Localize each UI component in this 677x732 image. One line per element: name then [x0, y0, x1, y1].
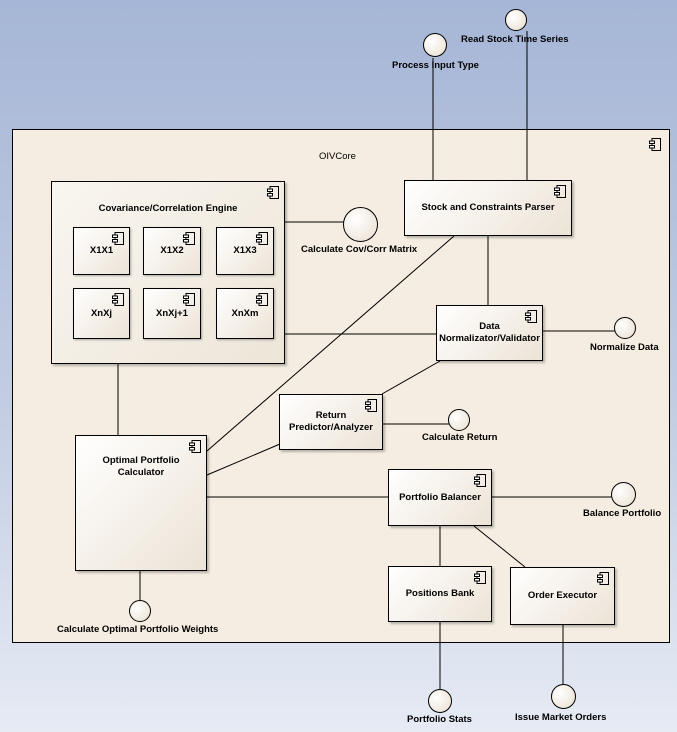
issue-orders-label: Issue Market Orders — [515, 712, 607, 723]
normalizer-label: Data Normalizator/Validator — [439, 321, 540, 345]
component-icon — [597, 572, 609, 585]
portfolio-stats-label: Portfolio Stats — [407, 714, 472, 725]
predictor-label-line2: Predictor/Analyzer — [289, 422, 373, 433]
calc-return-interface-icon[interactable] — [448, 409, 470, 431]
optimal-portfolio-calculator[interactable]: Optimal Portfolio Calculator — [75, 435, 207, 571]
component-xnxm[interactable]: XnXm — [216, 288, 274, 339]
read-stock-interface-icon[interactable] — [505, 9, 527, 31]
calculator-label-line2: Calculator — [117, 467, 165, 478]
component-icon — [256, 293, 268, 306]
balance-interface-icon[interactable] — [611, 482, 636, 507]
read-stock-label: Read Stock Time Series — [461, 34, 569, 45]
xnxj1-label: XnXj+1 — [156, 307, 188, 319]
component-icon — [183, 293, 195, 306]
component-icon — [183, 232, 195, 245]
executor-label: Order Executor — [527, 590, 598, 601]
normalize-label: Normalize Data — [590, 342, 659, 353]
component-icon — [189, 440, 201, 453]
component-icon — [112, 293, 124, 306]
x1x2-label: X1X2 — [160, 245, 184, 256]
portfolio-stats-interface-icon[interactable] — [428, 689, 452, 713]
component-icon — [474, 474, 486, 487]
component-icon — [474, 571, 486, 584]
balancer-label: Portfolio Balancer — [399, 491, 481, 503]
component-x1x1[interactable]: X1X1 — [73, 227, 130, 275]
engine-label: Covariance/Correlation Engine — [98, 203, 238, 214]
calc-weights-interface-icon[interactable] — [129, 600, 151, 622]
return-predictor-analyzer[interactable]: Return Predictor/Analyzer — [279, 394, 383, 450]
x1x1-label: X1X1 — [89, 245, 114, 256]
calc-weights-label: Calculate Optimal Portfolio Weights — [57, 624, 219, 635]
component-xnxj[interactable]: XnXj — [73, 288, 130, 339]
parser-label: Stock and Constraints Parser — [421, 202, 555, 213]
stock-constraints-parser[interactable]: Stock and Constraints Parser — [404, 180, 572, 236]
component-icon — [649, 138, 661, 151]
component-xnxj1[interactable]: XnXj+1 — [143, 288, 201, 339]
component-icon — [525, 310, 537, 323]
process-input-label: Process Input Type — [392, 60, 479, 71]
calc-cov-label: Calculate Cov/Corr Matrix — [301, 244, 418, 255]
normalizer-label-line1: Data — [479, 321, 500, 332]
x1x3-label: X1X3 — [233, 245, 257, 256]
positions-label: Positions Bank — [405, 588, 475, 599]
calc-return-label: Calculate Return — [422, 432, 498, 443]
normalizer-label-line2: Normalizator/Validator — [439, 333, 540, 344]
component-icon — [267, 186, 279, 199]
xnxj-label: XnXj — [90, 307, 113, 319]
oivcore-title: OIVCore — [319, 151, 356, 162]
component-icon — [365, 399, 377, 412]
normalize-interface-icon[interactable] — [614, 317, 636, 339]
predictor-label: Return Predictor/Analyzer — [282, 410, 380, 434]
calc-cov-interface-icon[interactable] — [343, 207, 378, 242]
order-executor[interactable]: Order Executor — [510, 567, 615, 625]
data-normalizator-validator[interactable]: Data Normalizator/Validator — [436, 305, 543, 361]
component-x1x2[interactable]: X1X2 — [143, 227, 201, 275]
component-x1x3[interactable]: X1X3 — [216, 227, 274, 275]
positions-bank[interactable]: Positions Bank — [388, 566, 492, 622]
calculator-label: Optimal Portfolio Calculator — [76, 455, 206, 479]
issue-orders-interface-icon[interactable] — [551, 684, 576, 709]
predictor-label-line1: Return — [315, 410, 347, 421]
portfolio-balancer[interactable]: Portfolio Balancer — [388, 469, 492, 526]
calculator-label-line1: Optimal Portfolio — [102, 455, 180, 466]
xnxm-label: XnXm — [231, 307, 259, 319]
process-input-interface-icon[interactable] — [423, 33, 447, 57]
component-icon — [554, 185, 566, 198]
component-icon — [256, 232, 268, 245]
component-icon — [112, 232, 124, 245]
balance-label: Balance Portfolio — [583, 508, 662, 519]
